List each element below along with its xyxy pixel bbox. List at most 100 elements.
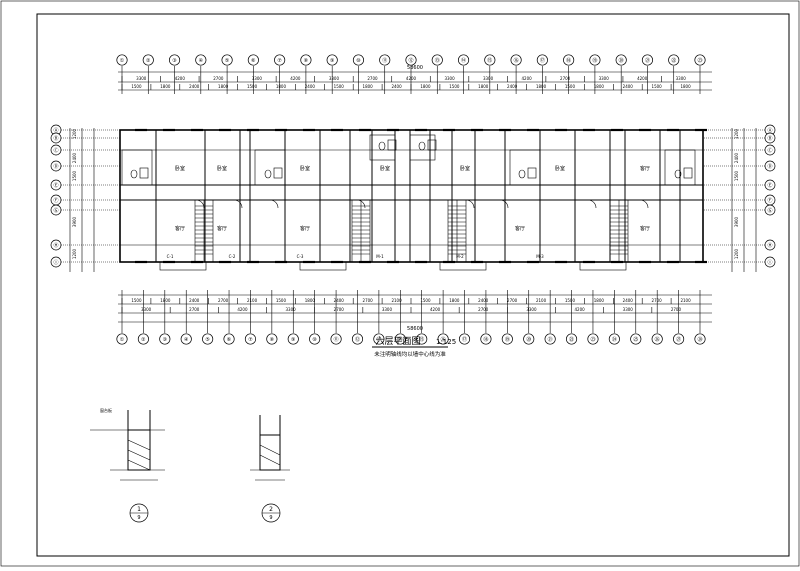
- wall-section-detail-2: 2 9: [250, 415, 290, 523]
- dimension-label: 2700: [218, 298, 229, 303]
- dimension-label: 2400: [734, 152, 739, 163]
- bathroom-fixtures: [130, 139, 693, 179]
- dimension-label: 1800: [449, 298, 460, 303]
- axis-label: ④: [184, 337, 189, 343]
- dimension-label: 2700: [363, 298, 374, 303]
- axis-label: Ⓓ: [53, 163, 58, 170]
- axis-bubble: [379, 54, 391, 66]
- dimension-label: 1500: [565, 298, 576, 303]
- dimension-label: 2700: [189, 307, 200, 312]
- room-label: 客厅: [217, 225, 227, 232]
- axis-label: ㉓: [590, 336, 595, 343]
- dimension-label: 1500: [420, 298, 431, 303]
- dimension-label: 1500: [449, 84, 460, 89]
- axis-label: ㉓: [697, 57, 702, 64]
- drawing-title: 六层平面图: [375, 335, 420, 347]
- opening-tag: C-1: [167, 254, 174, 259]
- axis-bubble: [651, 333, 663, 345]
- building-outline: [119, 129, 704, 263]
- axis-label: ㉒: [671, 57, 676, 64]
- dimension-label: 3300: [444, 76, 455, 81]
- axis-bubble: [137, 333, 149, 345]
- axis-label: ⑨: [330, 58, 334, 64]
- dimension-label: 3300: [676, 76, 687, 81]
- axis-label: ⑭: [398, 336, 403, 343]
- balcony: [579, 261, 627, 271]
- axis-bubble: [116, 54, 128, 66]
- detail-2-label: 2: [269, 506, 273, 513]
- axis-label: Ⓔ: [53, 182, 58, 189]
- dimension-label: 2100: [247, 298, 258, 303]
- axis-bubble: [416, 333, 428, 345]
- axis-label: Ⓑ: [767, 135, 772, 142]
- dimension-label: 3300: [483, 76, 494, 81]
- room-label: 卧室: [175, 165, 185, 172]
- opening-tag: M-1: [376, 254, 384, 259]
- dimension-label: 2400: [305, 84, 316, 89]
- axis-label: ㉑: [548, 336, 553, 343]
- axis-bubble: [673, 333, 685, 345]
- axis-label: ⑰: [462, 336, 467, 343]
- dimension-label: 1800: [478, 84, 489, 89]
- dimension-label: 1200: [734, 128, 739, 139]
- axis-label: ⑱: [566, 57, 571, 64]
- axis-label: ⑱: [483, 336, 488, 343]
- drawing-frame: [36, 13, 790, 557]
- axis-bubble: [566, 333, 578, 345]
- dimension-label: 1800: [218, 84, 229, 89]
- dimension-label: 2400: [391, 84, 402, 89]
- axis-label: ㉕: [633, 336, 638, 343]
- dimension-label: 1800: [420, 84, 431, 89]
- axis-bubble: [394, 333, 406, 345]
- dimension-label: 2400: [334, 298, 345, 303]
- dimension-label: 1500: [334, 84, 345, 89]
- axis-label: ⑲: [592, 57, 597, 64]
- axis-bubble: [168, 54, 181, 66]
- axis-bubble: [615, 54, 627, 66]
- axis-bubble: [589, 54, 601, 66]
- dimension-label: 1500: [131, 84, 142, 89]
- left-dimension-lines: [69, 128, 95, 272]
- axis-label: ⑦: [277, 58, 282, 64]
- axis-label: ⑬: [435, 57, 440, 64]
- axis-bubble: [159, 333, 171, 345]
- dimension-label: 2700: [367, 76, 378, 81]
- axis-label: ⑲: [505, 336, 510, 343]
- dimension-label: 1500: [72, 170, 77, 181]
- dimension-label: 2100: [536, 298, 547, 303]
- dimension-label: 1500: [247, 84, 258, 89]
- axis-bubble: [373, 333, 385, 345]
- axis-bubble: [536, 54, 548, 66]
- axis-bubble: [244, 333, 256, 345]
- dimension-label: 2400: [507, 84, 518, 89]
- axis-bubble: [223, 333, 235, 345]
- axis-label: Ⓘ: [767, 259, 772, 266]
- axis-bubble: [247, 54, 259, 66]
- balcony: [299, 261, 347, 271]
- dimension-label: 4200: [574, 307, 585, 312]
- opening-tag: C-2: [229, 254, 236, 259]
- axis-label: ④: [199, 58, 204, 64]
- axis-label: ㉑: [645, 57, 650, 64]
- dimension-label: 2700: [213, 76, 224, 81]
- axis-label: ⑥: [251, 58, 256, 64]
- axis-label: ⑮: [487, 57, 492, 64]
- axis-label: ⑤: [205, 337, 209, 343]
- dimension-label: 3300: [329, 76, 340, 81]
- dimension-label: 2400: [72, 152, 77, 163]
- axis-bubble: [458, 333, 471, 345]
- axis-label: ⑮: [419, 336, 424, 343]
- axis-label: Ⓘ: [53, 259, 58, 266]
- dimension-label: 1500: [565, 84, 576, 89]
- axis-bubble: [116, 333, 128, 345]
- dimension-label: 3300: [599, 76, 610, 81]
- balcony: [439, 261, 487, 271]
- axis-bubble: [351, 333, 364, 345]
- wall-section-detail-1: 窗台板 1 9: [90, 407, 165, 523]
